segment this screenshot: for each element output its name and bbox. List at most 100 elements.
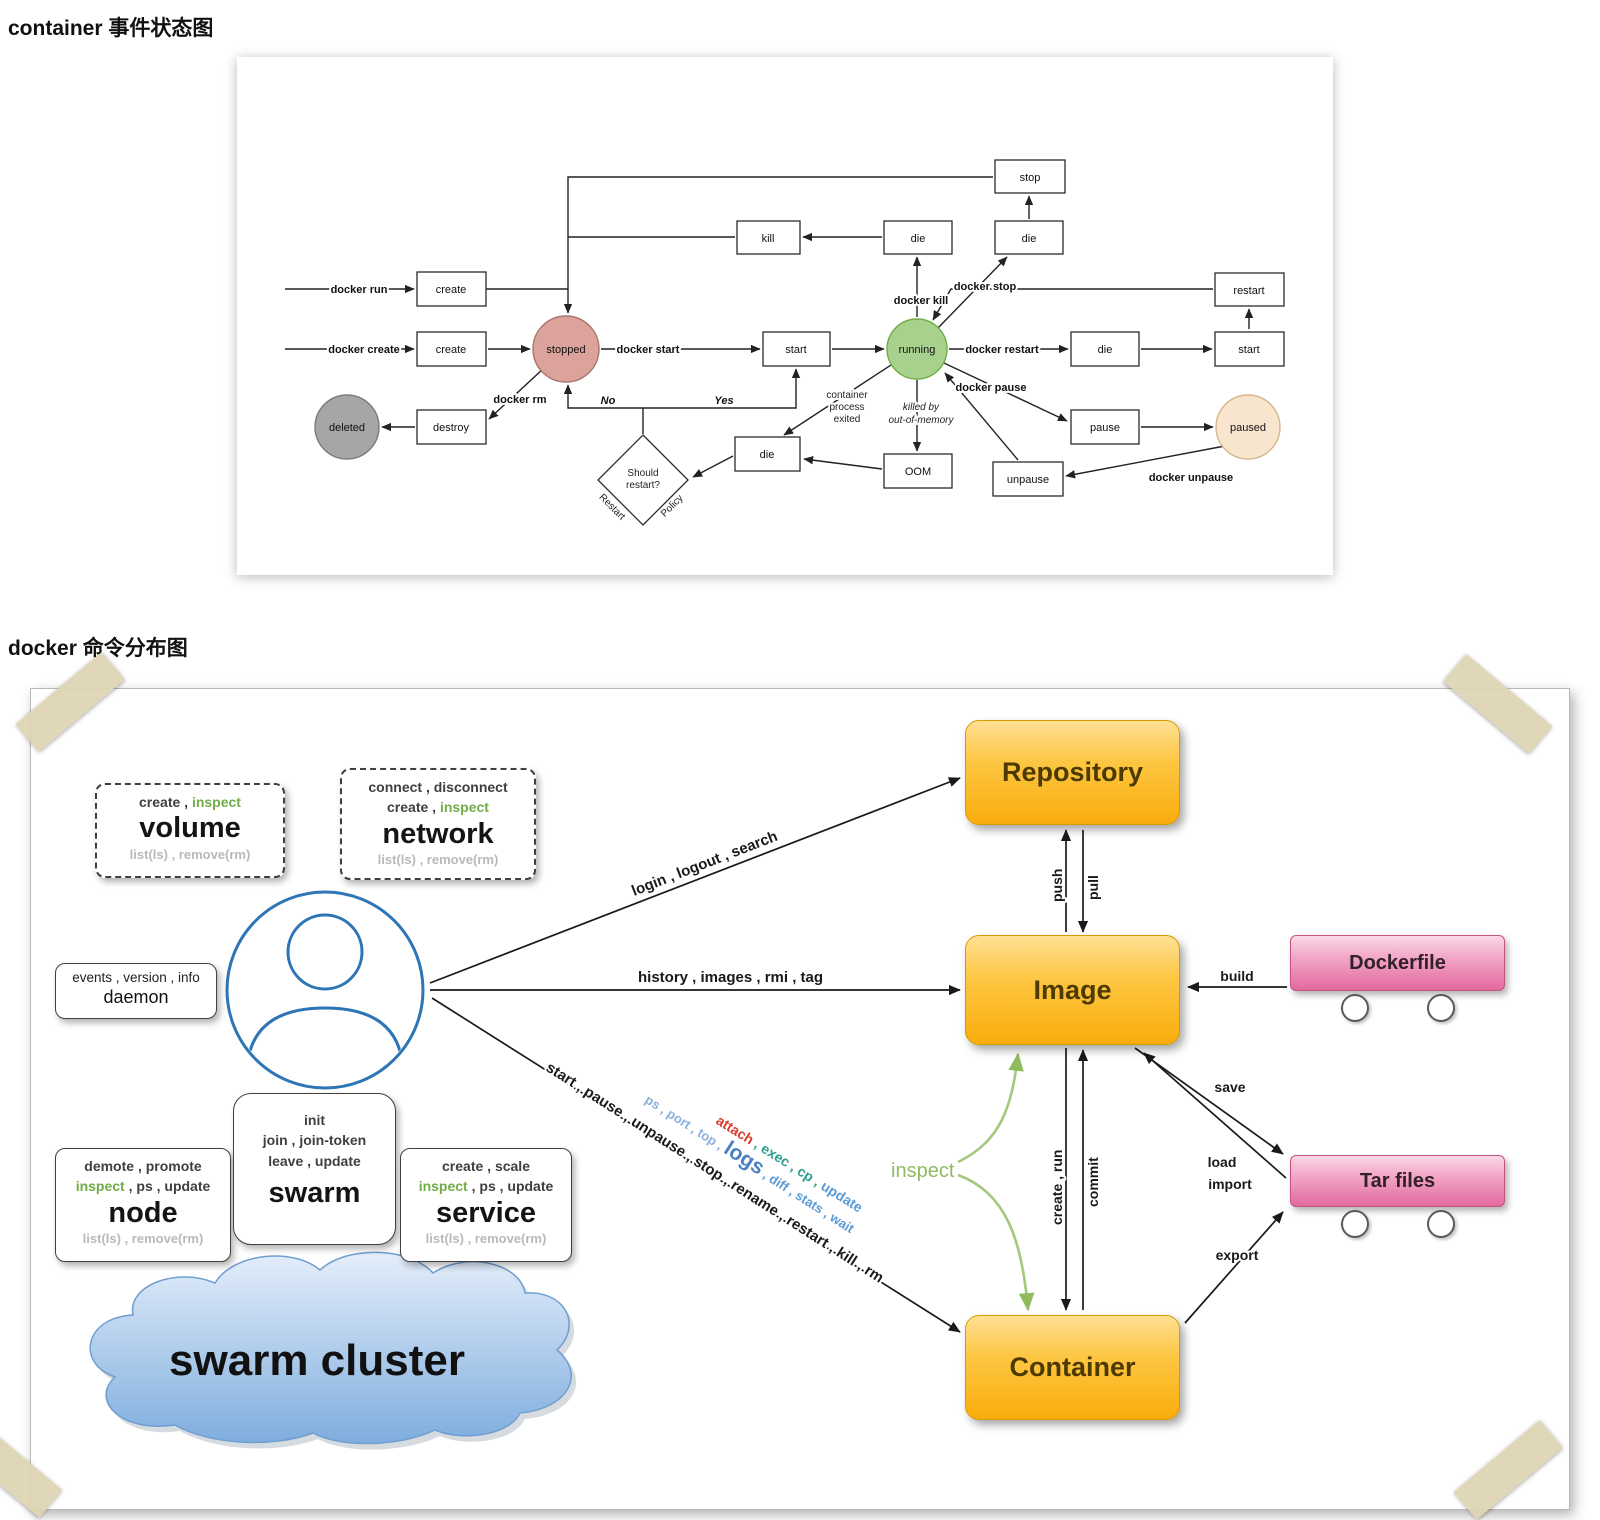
command-diagram-board: swarm cluster: [0, 652, 1600, 1520]
box-label: create: [436, 284, 467, 296]
edge-export: [1184, 1211, 1284, 1324]
swarm-ops-1: init: [304, 1112, 325, 1128]
user-icon: [225, 890, 425, 1090]
label-container-info-commands: ps , port , top , logs , diff , stats , …: [641, 1087, 860, 1238]
image-label: Image: [1033, 974, 1112, 1005]
network-ops-2: create , inspect: [387, 799, 489, 816]
label-docker-pause: docker pause: [956, 382, 1027, 394]
label-docker-start: docker start: [617, 344, 680, 356]
label-docker-run: docker run: [331, 284, 388, 296]
label-oom-1: killed by: [903, 402, 940, 413]
card-service: create , scale inspect , ps , update ser…: [400, 1148, 572, 1262]
state-paused-label: paused: [1230, 422, 1266, 434]
diamond-label-1: Should: [627, 468, 658, 479]
state-box-die-stop: die: [994, 220, 1064, 255]
edge-paused-to-unpause: [1065, 445, 1226, 479]
command-edges: [429, 777, 1287, 1333]
swarm-ops-2: join , join-token: [262, 1132, 367, 1149]
state-deleted-label: deleted: [329, 422, 365, 434]
node-title: node: [108, 1196, 178, 1229]
node-ops-2: inspect , ps , update: [75, 1178, 211, 1195]
state-box-destroy: destroy: [416, 409, 487, 445]
entity-image: Image: [965, 935, 1180, 1045]
state-box-die-exit: die: [734, 436, 801, 472]
state-edge-labels: docker run docker create docker start do…: [326, 279, 1235, 523]
wheel-icon: [1427, 1210, 1455, 1238]
edge-stop-to-stopped: [563, 176, 993, 314]
label-build: build: [1220, 968, 1253, 984]
state-deleted: deleted: [314, 394, 380, 460]
label-oom-2: out-of-memory: [888, 415, 954, 426]
state-diagram-svg: stopped running deleted paused stop kill…: [285, 159, 1285, 526]
network-title: network: [382, 817, 494, 850]
page-title-state-diagram: container 事件状态图: [8, 17, 214, 40]
state-stopped-label: stopped: [546, 344, 585, 356]
edge-stopped-to-destroy: [488, 367, 545, 420]
label-save: save: [1214, 1079, 1245, 1095]
box-label: die: [1098, 344, 1113, 356]
container-label: Container: [1009, 1352, 1136, 1382]
daemon-title: daemon: [103, 987, 169, 1007]
inspect-edges: [957, 1052, 1035, 1312]
state-box-kill: kill: [736, 220, 801, 255]
box-label: kill: [762, 233, 775, 245]
box-label: die: [911, 233, 926, 245]
service-ops-bottom: list(ls) , remove(rm): [425, 1230, 547, 1246]
edge-running-exit-to-die: [783, 364, 892, 436]
state-box-restart: restart: [1214, 272, 1285, 307]
entity-repository: Repository: [965, 720, 1180, 825]
swarm-cluster-label: swarm cluster: [169, 1336, 465, 1385]
box-label: OOM: [905, 466, 931, 478]
page-title-command-diagram: docker 命令分布图: [8, 637, 188, 660]
label-import: import: [1208, 1176, 1252, 1192]
edge-unpause-to-running: [944, 372, 1019, 461]
entity-dockerfile: Dockerfile: [1290, 935, 1505, 1022]
box-label: start: [785, 344, 806, 356]
node-ops-bottom: list(ls) , remove(rm): [82, 1230, 204, 1246]
label-pull: pull: [1085, 875, 1101, 900]
box-label: unpause: [1007, 474, 1049, 486]
label-docker-rm: docker rm: [493, 394, 546, 406]
state-box-die-restart: die: [1070, 331, 1140, 367]
card-volume: create , inspect volume list(ls) , remov…: [95, 783, 285, 878]
card-node: demote , promote inspect , ps , update n…: [55, 1148, 231, 1262]
box-label: start: [1238, 344, 1259, 356]
state-running-label: running: [899, 344, 936, 356]
state-box-pause: pause: [1070, 409, 1140, 445]
label-export: export: [1216, 1247, 1259, 1263]
state-box-create: create: [416, 331, 487, 367]
box-label: restart: [1233, 285, 1264, 297]
card-swarm: init join , join-token leave , update sw…: [233, 1093, 396, 1245]
state-diamond-should-restart: Should restart?: [597, 434, 689, 526]
tar-files-label: Tar files: [1359, 1169, 1436, 1192]
node-ops-1: demote , promote: [84, 1158, 202, 1174]
box-label: die: [760, 449, 775, 461]
edge-no-to-stopped: [563, 384, 643, 409]
command-arrows-svg: swarm cluster: [89, 777, 1287, 1450]
label-exited-3: exited: [834, 414, 861, 425]
state-edges: [285, 176, 1254, 479]
swarm-title: swarm: [268, 1176, 361, 1209]
network-ops-1: connect , disconnect: [368, 779, 508, 795]
volume-title: volume: [139, 812, 241, 845]
label-commit: commit: [1085, 1157, 1101, 1207]
dockerfile-label: Dockerfile: [1349, 951, 1446, 974]
box-label: create: [436, 344, 467, 356]
box-label: stop: [1020, 172, 1041, 184]
label-docker-unpause: docker unpause: [1149, 472, 1233, 484]
box-label: destroy: [433, 422, 470, 434]
state-box-start-restart: start: [1214, 331, 1285, 367]
state-box-die-kill: die: [883, 220, 953, 255]
label-load: load: [1208, 1154, 1237, 1170]
state-box-create-run: create: [416, 271, 487, 307]
wheel-icon: [1341, 1210, 1369, 1238]
service-ops-2: inspect , ps , update: [418, 1178, 554, 1195]
label-yes: Yes: [714, 395, 733, 407]
state-diagram-card: stopped running deleted paused stop kill…: [237, 57, 1333, 575]
swarm-ops-3: leave , update: [268, 1152, 361, 1169]
label-no: No: [601, 395, 616, 407]
state-paused: paused: [1215, 394, 1281, 460]
state-box-stop: stop: [994, 159, 1066, 194]
wheel-icon: [1341, 994, 1369, 1022]
edge-load-import: [1143, 1052, 1287, 1179]
